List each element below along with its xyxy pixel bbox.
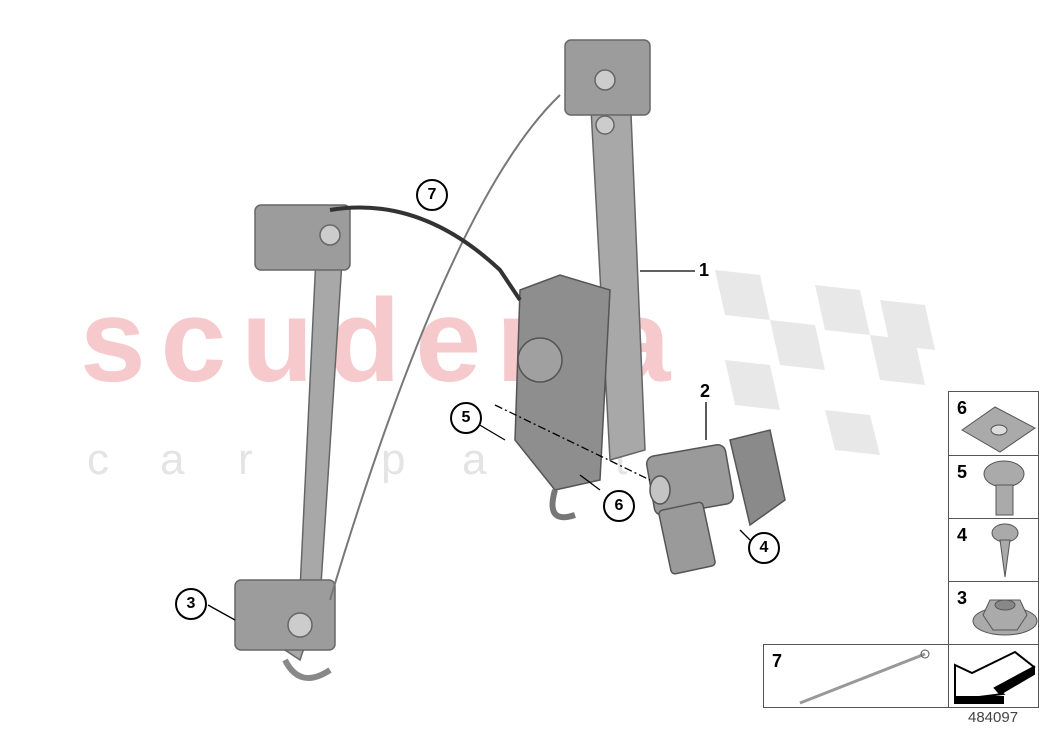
legend-number: 7 [772, 651, 783, 671]
watermark-sub-letter: s [680, 435, 702, 484]
watermark-sub-letter: t [615, 435, 628, 484]
callout-1: 1 [699, 260, 710, 280]
callout-3: 3 [175, 588, 207, 620]
legend-cell-7: 7 [763, 644, 949, 708]
checker-flag-watermark [715, 270, 935, 455]
callout-5: 5 [450, 402, 482, 434]
legend-number: 3 [957, 588, 968, 608]
legend-cell-4: 4 [948, 518, 1039, 582]
legend-number: 5 [957, 462, 968, 482]
legend-number: 4 [957, 525, 968, 545]
callout-2: 2 [700, 381, 711, 401]
legend-cell-5: 5 [948, 455, 1039, 519]
legend-cell-3: 3 [948, 581, 1039, 645]
legend-cell-arrow [948, 644, 1039, 708]
legend-number: 6 [957, 398, 968, 418]
callout-6: 6 [603, 490, 635, 522]
watermark-sub-letter: c [87, 435, 109, 484]
watermark-sub-letter: r [545, 435, 560, 484]
watermark-brand: scuderia [80, 275, 686, 407]
watermark-sub-letter: r [238, 435, 253, 484]
reference-number: 484097 [968, 709, 1019, 726]
watermark-sub-letter: a [462, 435, 487, 484]
watermark-sub-letter: a [160, 435, 185, 484]
watermark-sub-letter: p [381, 435, 406, 484]
callout-7: 7 [416, 179, 448, 211]
legend-cell-6: 6 [948, 391, 1039, 456]
callout-4: 4 [748, 532, 780, 564]
